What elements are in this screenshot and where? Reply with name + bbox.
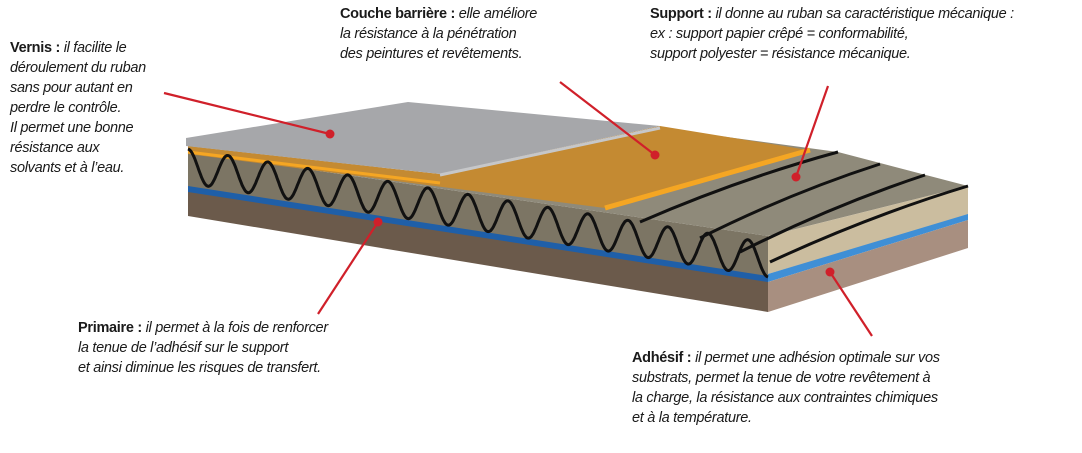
- label-vernis-line: sans pour autant en: [10, 80, 133, 96]
- label-vernis-sep: :: [51, 40, 64, 56]
- label-couche-barriere: Couche barrière : elle améliore la résis…: [340, 4, 537, 64]
- adhesive-layer-end: [768, 220, 968, 312]
- primer-layer-end: [768, 214, 968, 282]
- label-support-line: il donne au ruban sa caractéristique méc…: [715, 6, 1014, 22]
- support-fibre-lines: [639, 150, 969, 264]
- leader-adhesif: [829, 271, 873, 337]
- varnish-layer-edge: [439, 126, 661, 177]
- label-adhesif-line: la charge, la résistance aux contraintes…: [632, 390, 938, 406]
- support-layer-end: [768, 186, 968, 274]
- label-vernis-line: Il permet une bonne: [10, 120, 134, 136]
- leader-dot-primaire: [373, 217, 383, 227]
- label-vernis-line: déroulement du ruban: [10, 60, 146, 76]
- support-wave-profile: [187, 147, 769, 279]
- barrier-layer-top: [188, 126, 808, 208]
- label-adhesif-line: substrats, permet la tenue de votre revê…: [632, 370, 931, 386]
- label-couche-line: des peintures et revêtements.: [340, 46, 523, 62]
- label-primaire-sep: :: [133, 320, 146, 336]
- label-primaire: Primaire : il permet à la fois de renfor…: [78, 318, 328, 378]
- label-support: Support : il donne au ruban sa caractéri…: [650, 4, 1014, 64]
- label-couche-line: la résistance à la pénétration: [340, 26, 517, 42]
- label-vernis-line: perdre le contrôle.: [10, 100, 122, 116]
- support-fibre-line: [639, 150, 839, 224]
- label-vernis-line: solvants et à l’eau.: [10, 160, 125, 176]
- label-adhesif-term: Adhésif: [632, 350, 684, 366]
- label-couche-line: elle améliore: [458, 6, 538, 22]
- label-support-line: ex : support papier crêpé = conformabili…: [650, 26, 909, 42]
- support-fibre-line: [699, 162, 881, 240]
- label-vernis-line: résistance aux: [10, 140, 100, 156]
- varnish-layer-top: [186, 102, 660, 174]
- label-couche-sep: :: [446, 6, 459, 22]
- support-fibre-line: [739, 173, 926, 254]
- label-support-term: Support: [650, 6, 704, 22]
- barrier-layer-edge: [604, 147, 811, 211]
- label-couche-term: Couche barrière: [340, 6, 447, 22]
- leader-couche: [559, 81, 656, 156]
- leader-dot-support: [791, 172, 801, 182]
- label-primaire-line: il permet à la fois de renforcer: [145, 320, 329, 336]
- label-support-line: support polyester = résistance mécanique…: [650, 46, 911, 62]
- label-vernis-line: il facilite le: [63, 40, 127, 56]
- support-fibre-line: [769, 184, 969, 264]
- leader-vernis: [163, 91, 331, 136]
- label-primaire-line: et ainsi diminue les risques de transfer…: [78, 360, 321, 376]
- label-adhesif: Adhésif : il permet une adhésion optimal…: [632, 348, 940, 428]
- label-primaire-line: la tenue de l’adhésif sur le support: [78, 340, 289, 356]
- label-support-sep: :: [703, 6, 716, 22]
- leader-dot-vernis: [325, 129, 335, 139]
- leader-primaire: [317, 221, 379, 315]
- label-vernis-term: Vernis: [10, 40, 52, 56]
- leader-dot-couche: [650, 150, 660, 160]
- label-adhesif-sep: :: [683, 350, 696, 366]
- label-adhesif-line: il permet une adhésion optimale sur vos: [695, 350, 940, 366]
- leader-support: [794, 85, 830, 178]
- label-primaire-term: Primaire: [78, 320, 134, 336]
- label-adhesif-line: et à la température.: [632, 410, 752, 426]
- label-vernis: Vernis : il facilite le déroulement du r…: [10, 38, 146, 178]
- leader-dot-adhesif: [825, 267, 835, 277]
- adhesive-layer-side: [188, 186, 768, 312]
